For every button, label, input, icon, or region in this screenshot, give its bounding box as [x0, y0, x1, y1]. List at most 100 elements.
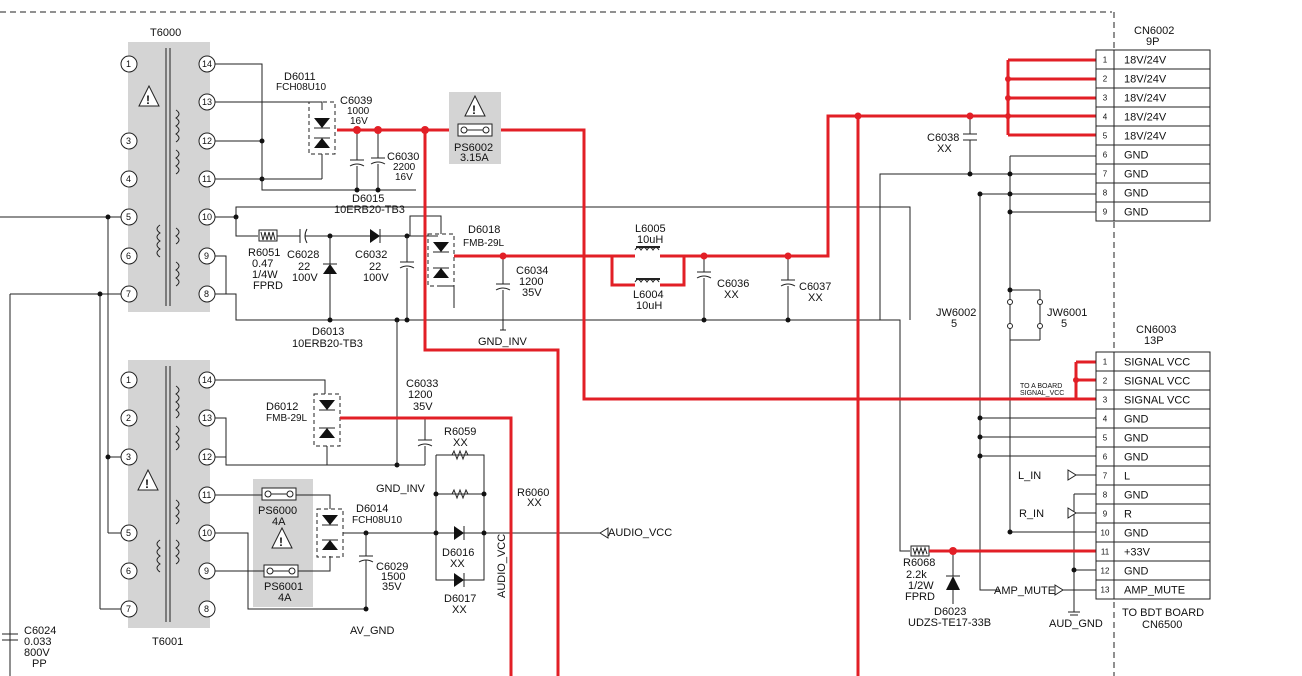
net-aud-gnd: AUD_GND — [1049, 618, 1103, 630]
svg-text:C6024: C6024 — [24, 625, 56, 637]
svg-text:16V: 16V — [350, 116, 368, 127]
svg-text:100V: 100V — [363, 272, 389, 284]
svg-text:4A: 4A — [272, 516, 286, 528]
cn6003-pin-label: AMP_MUTE — [1124, 585, 1185, 597]
svg-text:!: ! — [472, 103, 476, 117]
cn6002-pin-label: 18V/24V — [1124, 131, 1167, 143]
svg-text:XX: XX — [450, 558, 465, 570]
svg-text:2.2k: 2.2k — [906, 569, 927, 581]
cn6003-pin-label: SIGNAL VCC — [1124, 395, 1190, 407]
svg-text:2200: 2200 — [393, 162, 416, 173]
svg-text:L6004: L6004 — [633, 289, 664, 301]
power-rails — [337, 58, 1096, 676]
svg-text:4A: 4A — [278, 592, 292, 604]
svg-text:FPRD: FPRD — [253, 280, 283, 292]
svg-text:1000: 1000 — [347, 106, 370, 117]
svg-text:R6068: R6068 — [903, 557, 935, 569]
cn6003-label-cell — [1113, 579, 1211, 600]
cn6003-pin-number: 5 — [1103, 434, 1108, 443]
net-gnd-inv: GND_INV — [376, 483, 426, 495]
cn6002-pin-label: 18V/24V — [1124, 112, 1167, 124]
svg-text:10uH: 10uH — [637, 234, 663, 246]
cn6003-pin-label: GND — [1124, 490, 1149, 502]
cn6002-label-cell — [1113, 201, 1211, 222]
svg-text:22: 22 — [369, 261, 381, 273]
svg-text:PS6000: PS6000 — [258, 505, 297, 517]
cn6002-pin-label: 18V/24V — [1124, 93, 1167, 105]
net-audio-vcc-vertical: AUDIO_VCC — [496, 534, 508, 598]
cn6002-pin-label: 18V/24V — [1124, 55, 1167, 67]
cn6002-pin-label: GND — [1124, 188, 1149, 200]
cn6002-name: CN6002 — [1134, 25, 1174, 37]
cn6002-pin-number: 6 — [1103, 151, 1108, 160]
svg-text:1/4W: 1/4W — [252, 269, 278, 281]
cn6003-pin-number: 6 — [1103, 453, 1108, 462]
cn6002-pin-number: 3 — [1103, 94, 1108, 103]
component-labels: D6011 FCH08U10 C6039 1000 16V C6030 2200… — [248, 71, 1087, 629]
svg-text:16V: 16V — [395, 172, 413, 183]
svg-text:8: 8 — [204, 289, 209, 299]
svg-text:C6034: C6034 — [516, 265, 548, 277]
cn6003-pin-number: 12 — [1101, 567, 1110, 576]
cn6003-pin-number: 7 — [1103, 472, 1108, 481]
svg-text:JW6001: JW6001 — [1047, 307, 1087, 319]
warning-icon: ! — [271, 526, 293, 549]
svg-text:3: 3 — [126, 136, 131, 146]
cn6002-pin-number: 9 — [1103, 208, 1108, 217]
svg-text:D6013: D6013 — [312, 326, 344, 338]
svg-text:5: 5 — [951, 318, 957, 330]
svg-text:C6029: C6029 — [376, 561, 408, 573]
svg-text:R6060: R6060 — [517, 487, 549, 499]
svg-text:D6023: D6023 — [934, 606, 966, 618]
svg-text:0.47: 0.47 — [252, 258, 273, 270]
svg-text:7: 7 — [126, 604, 131, 614]
d6011-ref: D6011 — [284, 71, 316, 83]
ps6002-fuse: ! PS6002 3.15A — [449, 92, 501, 164]
svg-text:10: 10 — [202, 212, 212, 222]
svg-text:!: ! — [279, 535, 283, 549]
warning-icon: ! — [137, 468, 159, 491]
svg-text:7: 7 — [126, 289, 131, 299]
svg-text:!: ! — [146, 93, 150, 107]
net-gnd-inv: GND_INV — [478, 336, 528, 348]
note-to-a-board: TO A BOARD — [1020, 383, 1062, 390]
cn6003-pin-label: GND — [1124, 528, 1149, 540]
svg-text:10ERB20-TB3: 10ERB20-TB3 — [334, 204, 405, 216]
footer-to-bdt-board: TO BDT BOARD — [1122, 607, 1204, 619]
svg-text:11: 11 — [202, 490, 211, 500]
svg-text:D6018: D6018 — [468, 224, 500, 236]
svg-text:1: 1 — [126, 59, 131, 69]
t6000-label: T6000 — [150, 27, 181, 39]
cn6002-pin-number: 4 — [1103, 113, 1108, 122]
svg-text:D6014: D6014 — [356, 503, 388, 515]
svg-text:FPRD: FPRD — [905, 591, 935, 603]
svg-text:800V: 800V — [24, 647, 50, 659]
svg-text:FCH08U10: FCH08U10 — [352, 515, 402, 526]
cn6003-pin-number: 4 — [1103, 415, 1108, 424]
cn6002-pin-number: 5 — [1103, 132, 1108, 141]
svg-text:XX: XX — [937, 143, 952, 155]
svg-text:R6051: R6051 — [248, 247, 280, 259]
cn6003-pin-number: 8 — [1103, 491, 1108, 500]
svg-text:13: 13 — [202, 413, 212, 423]
warning-icon: ! — [138, 84, 160, 107]
svg-text:1200: 1200 — [408, 389, 432, 401]
svg-text:XX: XX — [527, 497, 542, 509]
svg-text:D6017: D6017 — [444, 593, 476, 605]
cn6003-pin-label: GND — [1124, 414, 1149, 426]
svg-text:0.033: 0.033 — [24, 636, 52, 648]
svg-text:XX: XX — [724, 289, 739, 301]
cn6003-pin-label: SIGNAL VCC — [1124, 357, 1190, 369]
warning-icon: ! — [464, 94, 486, 117]
svg-text:14: 14 — [202, 375, 212, 385]
net-amp-mute: AMP_MUTE — [994, 585, 1055, 597]
cn6003-pin-label: SIGNAL VCC — [1124, 376, 1190, 388]
svg-text:XX: XX — [808, 292, 823, 304]
svg-text:XX: XX — [453, 437, 468, 449]
cn6002-pin-label: 18V/24V — [1124, 74, 1167, 86]
svg-text:12: 12 — [202, 136, 212, 146]
transformer-t6000: T6000 ! 1 3 4 5 6 7 14 13 12 11 10 9 8 — [120, 27, 216, 312]
cn6003-pin-number: 10 — [1101, 529, 1110, 538]
transformer-t6001: T6001 ! 1 2 3 5 6 7 14 13 12 11 10 9 8 — [120, 360, 216, 648]
